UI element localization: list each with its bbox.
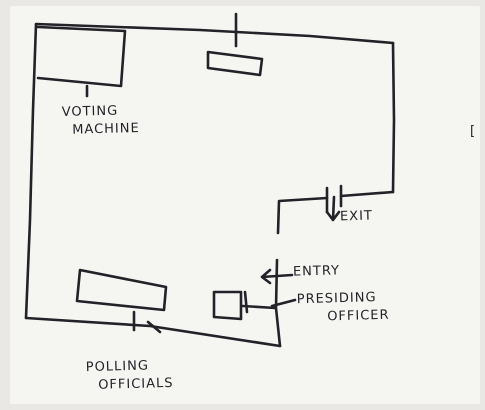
exit-wall-right bbox=[339, 190, 395, 198]
polling-officials-table bbox=[75, 268, 168, 312]
voting-machine-label: VOTING MACHINE bbox=[61, 103, 140, 138]
top-table bbox=[206, 50, 264, 77]
room-wall-right-upper bbox=[391, 41, 396, 194]
exit-wall-left bbox=[276, 196, 329, 235]
page-edge-mark: [ bbox=[470, 124, 476, 139]
room-wall-bottom bbox=[24, 316, 282, 348]
room-wall-top bbox=[34, 22, 395, 45]
exit-arrow-icon bbox=[325, 195, 341, 222]
polling-officials-connector bbox=[132, 310, 162, 334]
presiding-officer-desk bbox=[212, 290, 243, 321]
entry-label: ENTRY bbox=[292, 263, 341, 280]
entry-arrow-icon bbox=[260, 268, 294, 285]
polling-officials-label: POLLING OFFICIALS bbox=[85, 358, 174, 393]
room-wall-left bbox=[24, 22, 38, 320]
presiding-officer-connector bbox=[241, 290, 297, 314]
presiding-officer-label: PRESIDING OFFICER bbox=[296, 290, 390, 325]
exit-label: EXIT bbox=[339, 208, 374, 225]
voting-machine-box bbox=[36, 25, 127, 88]
